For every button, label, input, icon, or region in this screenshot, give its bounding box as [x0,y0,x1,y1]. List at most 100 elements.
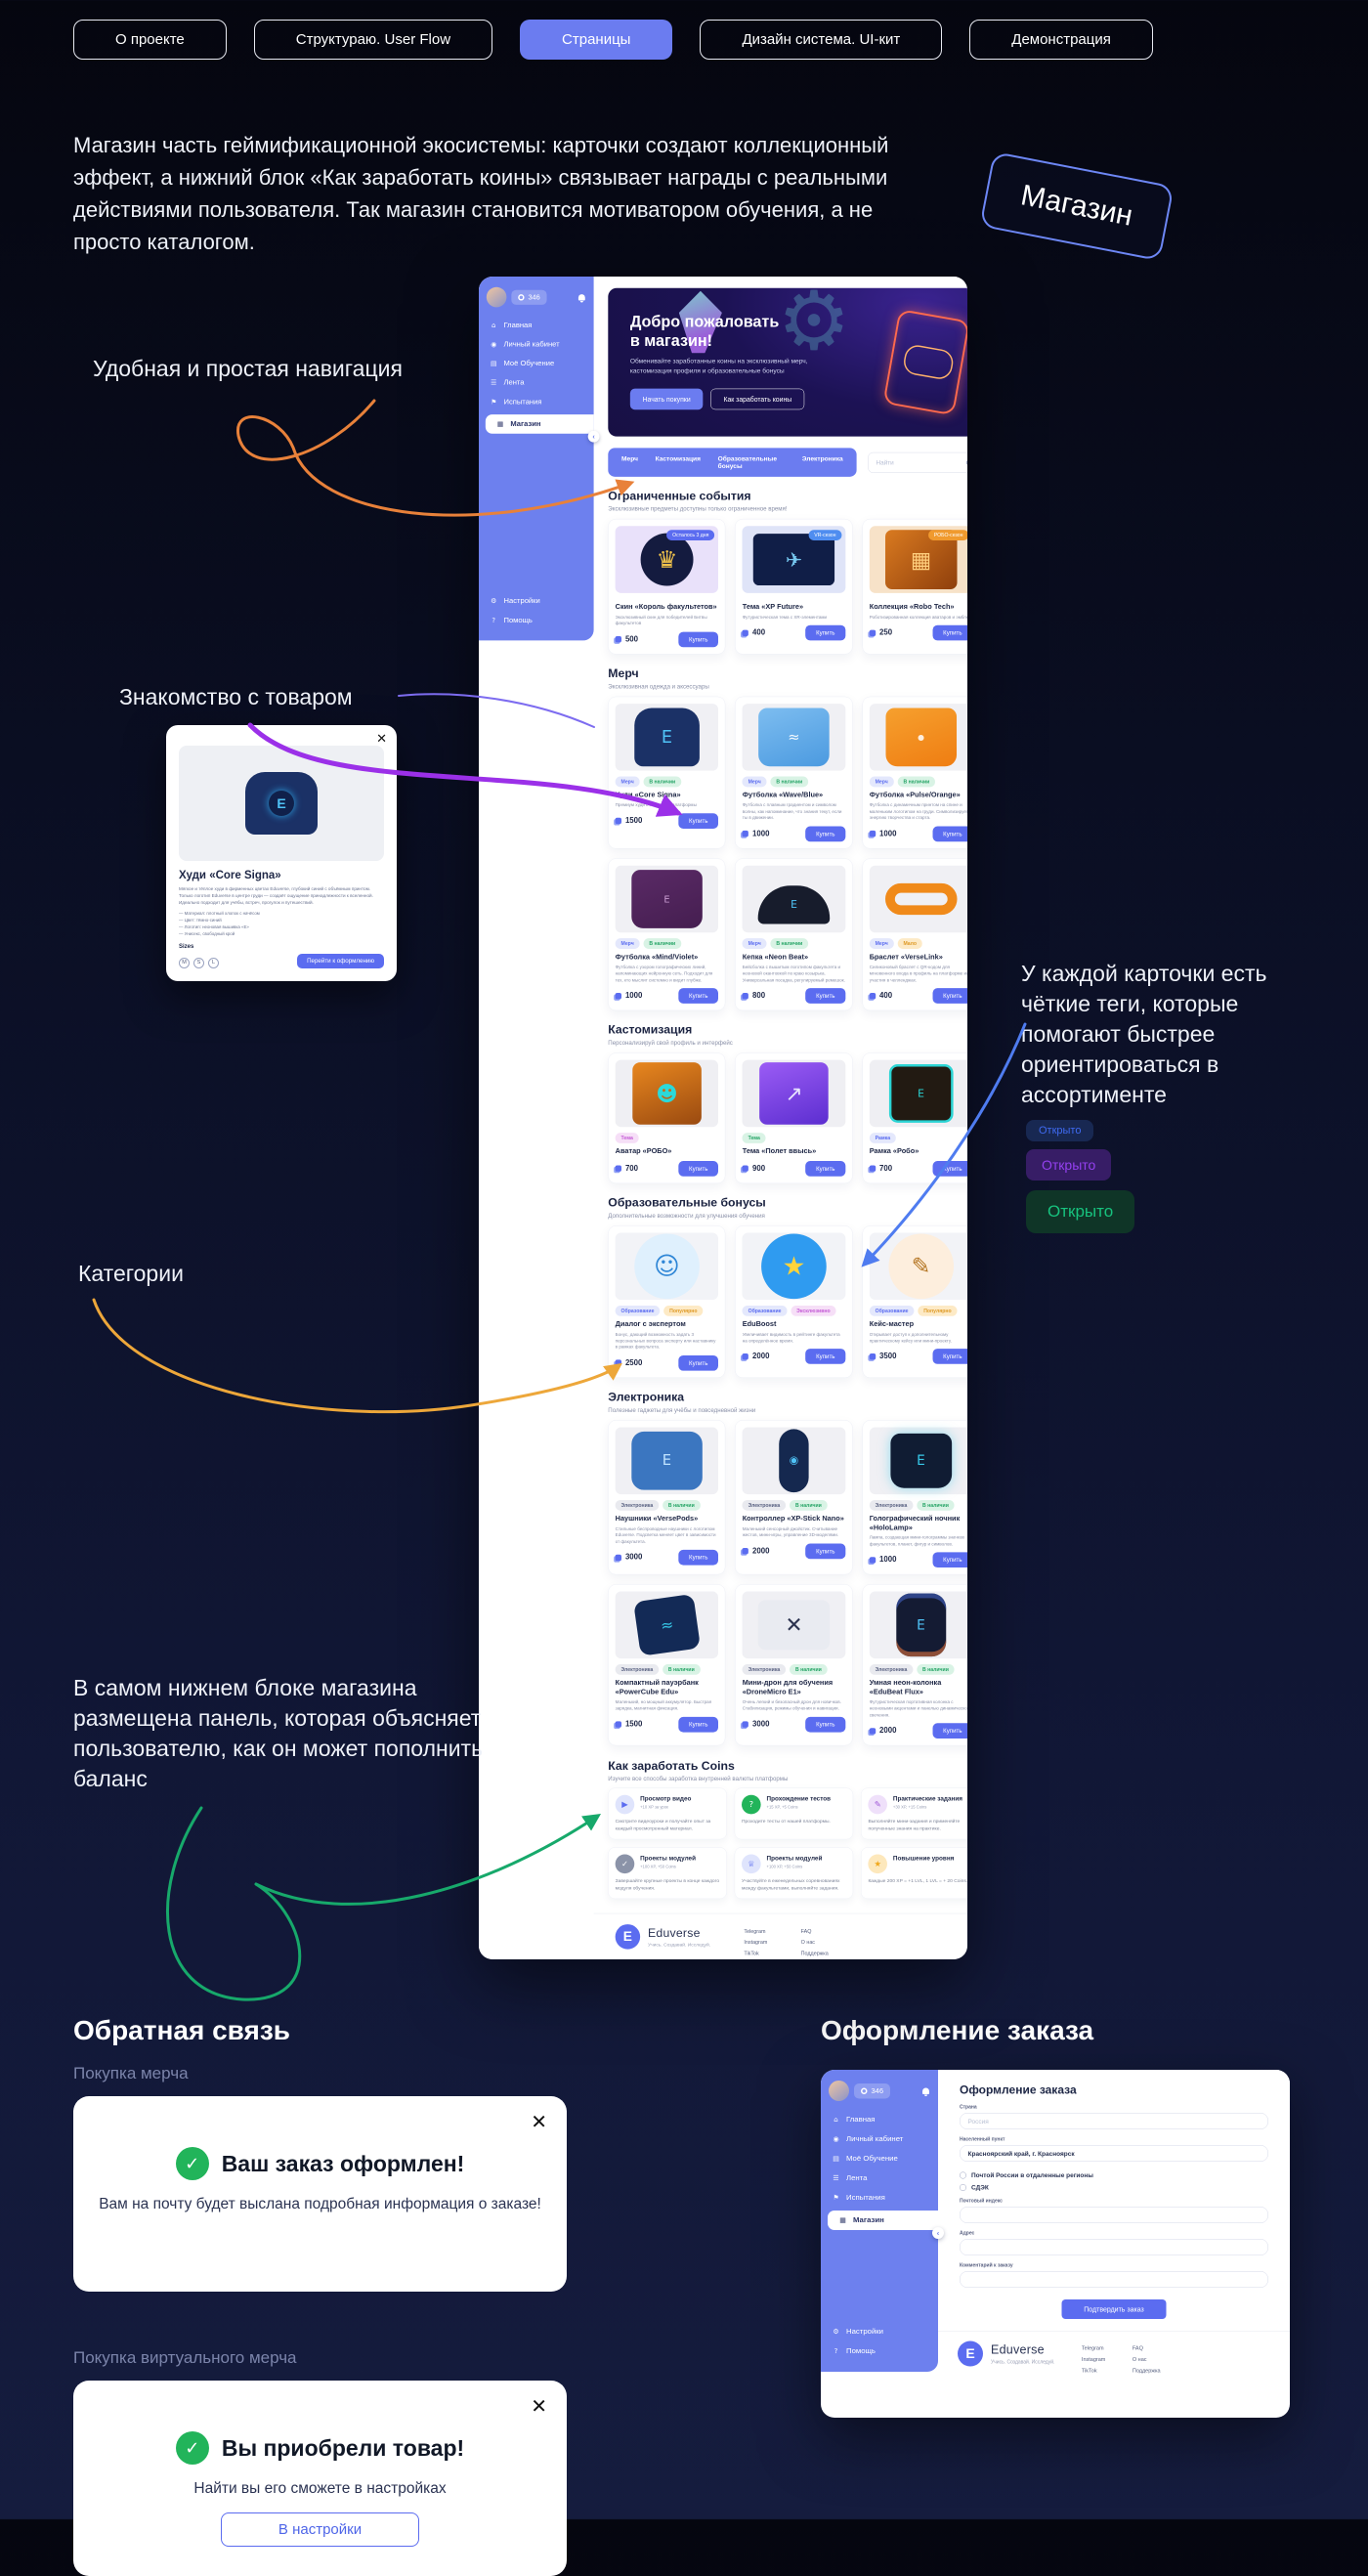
footer-link[interactable]: Telegram [744,1928,766,1935]
radio-label: Почтой России в отдаленные регионы [971,2171,1093,2179]
buy-button[interactable]: Купить [678,1549,719,1566]
bell-icon[interactable] [577,293,585,303]
sidebar-item[interactable]: ⚙ Настройки [479,591,594,611]
checkout-main: Оформление заказа Страна Россия Населенн… [938,2070,1290,2386]
buy-button[interactable]: Купить [805,1349,846,1365]
footer-link[interactable]: Telegram [1081,2345,1104,2351]
text-input[interactable] [960,2239,1268,2255]
avatar[interactable] [829,2081,849,2101]
go-to-checkout-button[interactable]: Перейти к оформлению [297,953,384,968]
footer-link[interactable]: О нас [1132,2356,1147,2363]
card-tag: Рамка [869,1133,896,1143]
sidebar-item[interactable]: ▤ Моё Обучение [479,354,594,373]
to-settings-button[interactable]: В настройки [220,2512,420,2547]
sidebar-item[interactable]: ⌂ Главная [479,316,594,335]
buy-button[interactable]: Купить [932,1723,967,1739]
buy-button[interactable]: Купить [678,988,719,1004]
footer-link[interactable]: Instagram [1081,2356,1106,2363]
sidebar-item[interactable]: ⌂ Главная [821,2110,938,2129]
text-input[interactable]: Россия [960,2113,1268,2129]
text-input[interactable]: Красноярский край, г. Красноярск [960,2145,1268,2162]
card-tag: В наличии [897,776,936,788]
search-input[interactable]: Найти [868,451,967,473]
size-option[interactable]: M [179,957,190,968]
footer-link[interactable]: Поддержка [800,1951,829,1957]
product-art: ★ [761,1233,827,1300]
earn-card-title: Практические задания [892,1794,962,1803]
confirm-order-button[interactable]: Подтвердить заказ [1061,2299,1167,2319]
sidebar-item[interactable]: ☰ Лента [479,373,594,393]
footer-link[interactable]: FAQ [1132,2345,1143,2351]
card-tag: В наличии [917,1499,955,1511]
buy-button[interactable]: Купить [805,1543,846,1560]
category-nav-item[interactable]: Кастомизация [655,454,701,463]
product-image: ≈ [742,703,846,771]
footer-link[interactable]: О нас [800,1939,816,1946]
product-price: 500 [615,635,638,644]
topnav-button[interactable]: Дизайн система. UI-кит [700,20,943,60]
buy-button[interactable]: Купить [805,1716,846,1733]
footer-link[interactable]: TikTok [744,1951,759,1957]
sidebar-item[interactable]: ⚑ Испытания [479,393,594,412]
sidebar-item-icon: ☰ [833,2174,839,2182]
sidebar-item[interactable]: ⚙ Настройки [821,2322,938,2341]
text-input[interactable] [960,2207,1268,2223]
sidebar-item[interactable]: ◉ Личный кабинет [479,335,594,355]
delivery-radio[interactable]: Почтой России в отдаленные регионы [960,2171,1268,2179]
bell-icon[interactable] [922,2087,929,2096]
topnav-button[interactable]: Структураю. User Flow [253,20,493,60]
sidebar-item[interactable]: ▤ Моё Обучение [821,2149,938,2168]
avatar[interactable] [486,286,507,308]
buy-button[interactable]: Купить [678,1354,719,1371]
close-icon[interactable]: ✕ [376,731,387,746]
buy-button[interactable]: Купить [678,813,719,829]
footer-link[interactable]: Instagram [744,1939,768,1946]
delivery-radio[interactable]: СДЭК [960,2184,1268,2191]
coin-icon [742,992,749,1000]
topnav-button[interactable]: Демонстрация [969,20,1153,60]
card-tag: В наличии [663,1499,701,1511]
buy-button[interactable]: Купить [805,624,846,641]
footer-tagline: Учись. Создавай. Исследуй. [647,1942,711,1948]
buy-button[interactable]: Купить [932,826,967,842]
sidebar-item[interactable]: ? Помощь [821,2341,938,2361]
category-nav-item[interactable]: Мерч [621,454,638,463]
close-icon[interactable]: ✕ [531,2396,547,2418]
footer-link[interactable]: FAQ [800,1928,812,1935]
arrow-bottom-loop [166,1806,302,2001]
earn-coins-panel: Как заработать Coins Изучите все способы… [608,1759,967,1900]
buy-button[interactable]: Купить [932,1160,967,1177]
sidebar-item[interactable]: ▦ Магазин [828,2211,944,2239]
buy-button[interactable]: Купить [805,988,846,1004]
footer-link[interactable]: TikTok [1081,2368,1097,2375]
checkout-screenshot: 346 ⌂ Главная ◉ Личный кабинет ▤ Моё Обу… [821,2070,1290,2418]
feedback-heading: Обратная связь [73,2015,290,2045]
topnav-button[interactable]: Страницы [520,20,673,60]
buy-button[interactable]: Купить [678,1716,719,1733]
sidebar-item[interactable]: ⚑ Испытания [821,2188,938,2208]
footer-link[interactable]: Поддержка [1132,2368,1161,2375]
buy-button[interactable]: Купить [932,1552,967,1568]
size-option[interactable]: S [193,957,204,968]
product-description: Увеличивает видимость в рейтинге факульт… [742,1331,840,1344]
buy-button[interactable]: Купить [678,631,719,648]
topnav-button[interactable]: О проекте [73,20,227,60]
how-earn-coins-button[interactable]: Как заработать коины [710,388,805,410]
form-field: Комментарий к заказу [960,2263,1268,2288]
buy-button[interactable]: Купить [932,624,967,641]
sidebar-item[interactable]: ? Помощь [479,611,594,630]
category-nav-item[interactable]: Образовательные бонусы [717,454,778,470]
text-input[interactable] [960,2271,1268,2288]
start-shopping-button[interactable]: Начать покупки [629,388,704,410]
sidebar-item[interactable]: ◉ Личный кабинет [821,2129,938,2149]
sidebar-item[interactable]: ☰ Лента [821,2168,938,2188]
buy-button[interactable]: Купить [805,826,846,842]
buy-button[interactable]: Купить [932,1349,967,1365]
size-option[interactable]: L [208,957,219,968]
buy-button[interactable]: Купить [805,1160,846,1177]
close-icon[interactable]: ✕ [531,2112,547,2133]
buy-button[interactable]: Купить [678,1160,719,1177]
buy-button[interactable]: Купить [932,988,967,1004]
category-nav-item[interactable]: Электроника [801,454,843,463]
sidebar-item[interactable]: ▦ Магазин [485,414,600,443]
